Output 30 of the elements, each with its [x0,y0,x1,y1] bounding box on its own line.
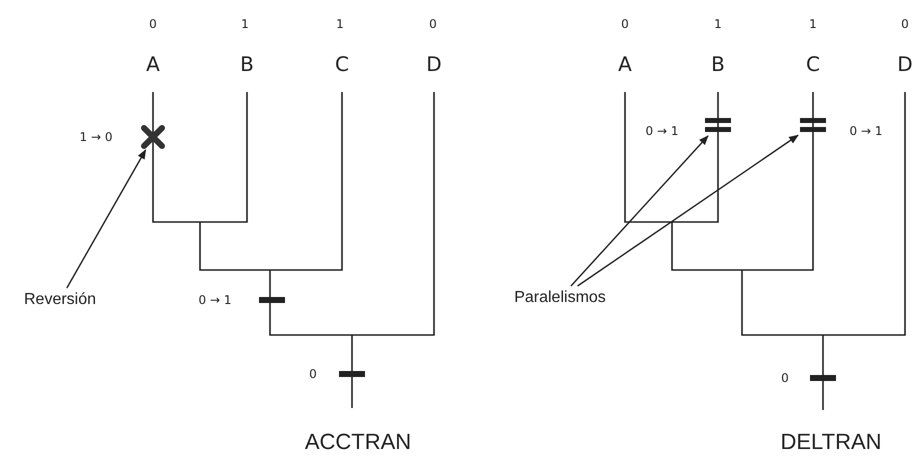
taxon-label: A [146,54,160,74]
leader-arrow [66,149,146,288]
character-state: 1 [336,18,344,30]
character-state: 1 [714,18,722,30]
character-state: 0 [781,372,789,384]
annotation-label: Reversión [10,288,110,312]
character-state: 0 [149,18,157,30]
state-change-label: 0 → 1 [646,125,678,137]
character-state: 0 [901,18,909,30]
method-label: ACCTRAN [304,431,412,453]
taxon-label: B [711,54,725,74]
taxon-label: D [426,54,442,74]
method-label: DELTRAN [780,431,882,453]
annotation-label: Paralelismos [505,286,615,310]
taxon-label: C [806,54,820,74]
state-change-label: 1 → 0 [80,131,112,143]
taxon-label: D [897,54,913,74]
character-state: 0 [309,368,317,380]
taxon-label: C [335,54,349,74]
character-state: 0 [621,18,629,30]
state-change-label: 0 → 1 [850,125,882,137]
character-state: 0 [429,18,437,30]
leader-arrow [570,135,709,286]
taxon-label: A [618,54,632,74]
taxon-label: B [240,54,254,74]
leader-arrow [577,134,799,287]
state-change-label: 0 → 1 [198,294,232,306]
reversal-cross-icon [140,124,166,150]
character-state: 1 [241,18,249,30]
character-state: 1 [809,18,817,30]
